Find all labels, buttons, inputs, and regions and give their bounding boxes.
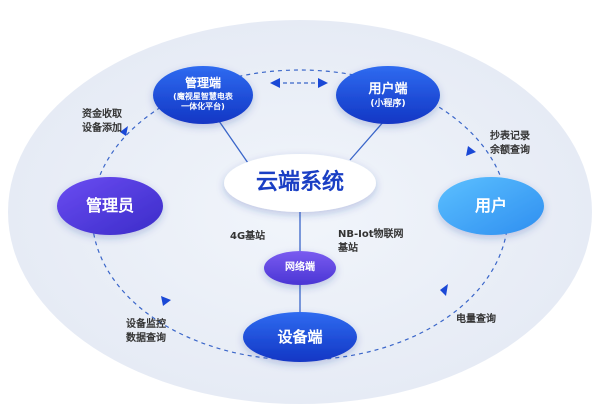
node-cloud-system[interactable] xyxy=(224,154,376,212)
ring-arrow-lower-right xyxy=(440,284,448,296)
bidirectional-arrow xyxy=(270,78,328,88)
label-admin-bottom-line1: 设备监控 xyxy=(126,319,166,330)
device-end-title: 设备端 xyxy=(277,328,323,346)
label-user-top-line1: 抄表记录 xyxy=(490,131,530,142)
management-end-subtitle-2: 一体化平台) xyxy=(181,102,225,111)
label-user-bottom: 电量查询 xyxy=(456,313,496,327)
ring-arrow-upper-left xyxy=(120,126,128,136)
node-user[interactable] xyxy=(438,177,544,235)
node-network-end[interactable] xyxy=(264,251,336,285)
management-end-subtitle-1: (魔视星智慧电表 xyxy=(173,92,233,101)
user-end-title: 用户端 xyxy=(368,82,408,97)
label-user-top-line2: 余额查询 xyxy=(490,145,530,156)
node-management-end[interactable] xyxy=(153,66,253,124)
user-end-subtitle: (小程序) xyxy=(370,99,406,109)
cloud-system-title: 云端系统 xyxy=(255,170,344,195)
node-administrator[interactable] xyxy=(57,177,163,235)
label-nbiot-line1: NB-Iot物联网 xyxy=(338,229,404,240)
network-end-title: 网络端 xyxy=(285,262,315,273)
label-4g: 4G基站 xyxy=(230,230,265,244)
ring-arrow-lower-left xyxy=(161,296,171,306)
node-user-end[interactable] xyxy=(336,66,440,124)
node-device-end[interactable] xyxy=(243,312,357,362)
ring-arrow-upper-right xyxy=(466,146,476,156)
label-nbiot-line2: 基站 xyxy=(338,243,358,254)
user-title: 用户 xyxy=(474,196,507,215)
label-admin-top: 资金收取 设备添加 xyxy=(82,108,122,136)
link-user-end-cloud xyxy=(349,119,386,161)
management-end-title: 管理端 xyxy=(184,76,221,90)
label-user-top: 抄表记录 余额查询 xyxy=(490,130,530,158)
label-nbiot: NB-Iot物联网 基站 xyxy=(338,228,404,256)
label-admin-top-line1: 资金收取 xyxy=(82,109,122,120)
label-admin-bottom: 设备监控 数据查询 xyxy=(126,318,166,346)
label-admin-top-line2: 设备添加 xyxy=(82,123,122,134)
label-user-bottom-line1: 电量查询 xyxy=(456,314,496,325)
administrator-title: 管理员 xyxy=(85,196,134,215)
label-admin-bottom-line2: 数据查询 xyxy=(126,333,166,344)
label-4g-line1: 4G基站 xyxy=(230,231,266,242)
